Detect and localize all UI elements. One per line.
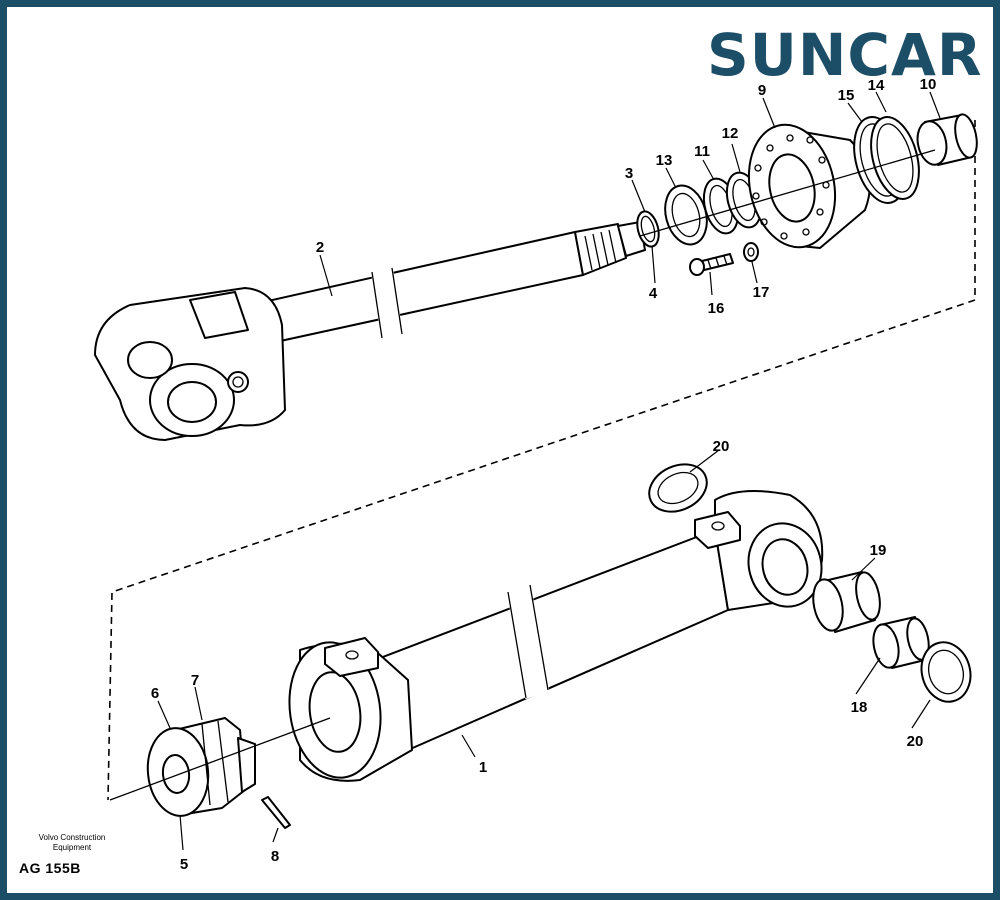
bushing-18 xyxy=(872,616,930,669)
lower-axis-line xyxy=(109,717,331,801)
upper-axis-line xyxy=(639,149,936,237)
bushing-19 xyxy=(812,571,881,633)
label-part-15: 15 xyxy=(838,87,855,104)
drawing-code: AG 155B xyxy=(19,860,81,876)
part-labels: 2 3 4 13 11 12 9 15 14 10 16 17 20 19 18… xyxy=(151,76,937,873)
label-part-3: 3 xyxy=(625,165,633,182)
piston-6-7 xyxy=(146,717,256,817)
diagram-frame: 2 3 4 13 11 12 9 15 14 10 16 17 20 19 18… xyxy=(7,7,993,893)
leader-lines xyxy=(157,91,941,851)
guide-bushing-10 xyxy=(916,113,978,166)
label-part-20-top: 20 xyxy=(713,438,730,455)
washer-17 xyxy=(743,242,759,262)
pin-8 xyxy=(261,796,291,829)
assembly-line-right xyxy=(107,120,976,801)
label-part-10: 10 xyxy=(920,76,937,93)
label-part-11: 11 xyxy=(694,143,710,160)
exploded-cylinder-diagram: 2 3 4 13 11 12 9 15 14 10 16 17 20 19 18… xyxy=(94,76,978,873)
cylinder-tube xyxy=(288,490,824,782)
rod-seal-ring-3-4 xyxy=(636,210,660,248)
logo-text: SUNCAR xyxy=(707,21,983,87)
seal-ring-20-bottom xyxy=(920,641,972,703)
manufacturer-text: Volvo Construction Equipment xyxy=(17,833,127,853)
label-part-12: 12 xyxy=(722,125,739,142)
label-part-5: 5 xyxy=(180,856,188,873)
label-part-18: 18 xyxy=(851,699,868,716)
label-part-9: 9 xyxy=(758,82,766,99)
manufacturer-line-2: Equipment xyxy=(52,843,92,852)
piston-rings-14-15 xyxy=(853,116,920,204)
label-part-19: 19 xyxy=(870,542,887,559)
label-part-16: 16 xyxy=(708,300,725,317)
label-part-13: 13 xyxy=(656,152,673,169)
suncar-logo: SUNCAR xyxy=(707,21,983,87)
label-part-14: 14 xyxy=(868,77,885,94)
seal-rings-11-12 xyxy=(702,171,763,235)
manufacturer-line-1: Volvo Construction xyxy=(38,833,106,842)
label-part-6: 6 xyxy=(151,685,159,702)
label-part-1: 1 xyxy=(479,759,487,776)
piston-rod xyxy=(94,221,646,441)
cylinder-head-9 xyxy=(747,123,871,249)
label-part-4: 4 xyxy=(649,285,658,302)
label-part-2: 2 xyxy=(316,239,324,256)
label-part-7: 7 xyxy=(191,672,199,689)
screw-16 xyxy=(689,253,734,276)
seal-ring-20-top xyxy=(648,463,708,513)
label-part-20-bottom: 20 xyxy=(907,733,924,750)
label-part-8: 8 xyxy=(271,848,279,865)
label-part-17: 17 xyxy=(753,284,770,301)
